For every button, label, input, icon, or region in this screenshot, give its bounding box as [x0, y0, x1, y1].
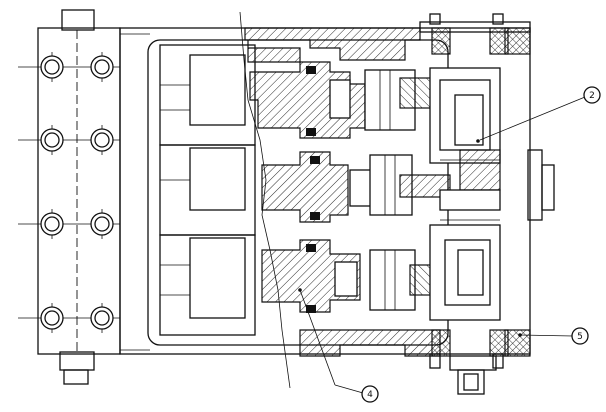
callout-label-5: 5 [577, 332, 583, 342]
crankshaft [429, 67, 501, 321]
callout-label-4: 4 [367, 390, 373, 400]
callout-4: 4 [298, 288, 379, 403]
callout-2: 2 [476, 86, 601, 143]
section-break-lines [239, 11, 291, 389]
callout-5: 5 [518, 327, 589, 345]
bolt-row-4 [18, 303, 120, 333]
plunger-assemblies [249, 61, 373, 313]
pump-housing [119, 27, 531, 357]
callout-label-2: 2 [589, 91, 595, 101]
seals [306, 66, 320, 313]
end-cover [419, 13, 555, 395]
bolt-row-1 [18, 52, 120, 82]
valve-blocks [159, 44, 256, 336]
bolt-row-2 [18, 125, 120, 155]
manifold-bolts [18, 52, 120, 333]
bolt-row-3 [18, 209, 120, 239]
bearings [431, 27, 531, 357]
